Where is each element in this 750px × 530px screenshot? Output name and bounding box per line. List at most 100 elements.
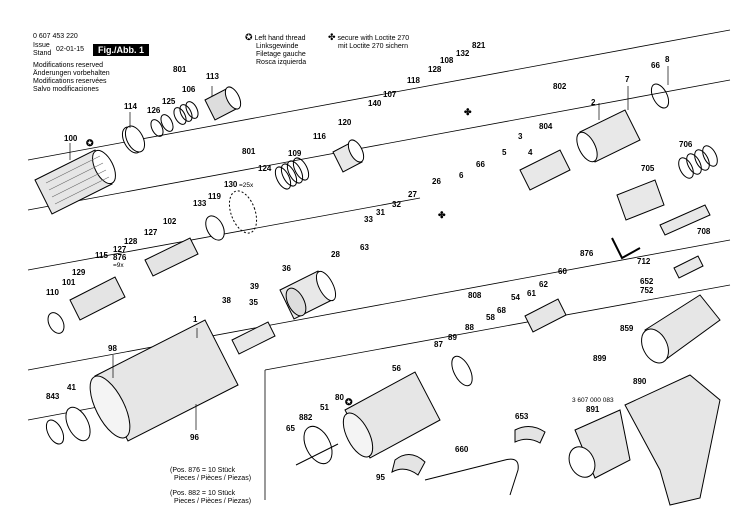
part-label: 115 bbox=[95, 251, 108, 260]
part-label: 802 bbox=[553, 82, 567, 91]
issue-date: 02-01-15 bbox=[56, 46, 85, 53]
ball-ring-130 bbox=[228, 190, 258, 234]
spring-109 bbox=[274, 157, 310, 190]
part-label: 708 bbox=[697, 227, 711, 236]
part-label: 108 bbox=[440, 56, 454, 65]
modifications-line: Modifications reserved bbox=[33, 62, 104, 69]
cross-flower-icon: ✤ bbox=[438, 210, 446, 220]
hex-key-712 bbox=[611, 237, 641, 260]
part-label: 113 bbox=[206, 72, 219, 81]
part-label: 87 bbox=[434, 340, 443, 349]
part-label: 114 bbox=[124, 102, 137, 111]
part-label: 4 bbox=[528, 148, 533, 157]
gear-symbol-icon: ✪ bbox=[85, 138, 94, 148]
motor-housing-1 bbox=[89, 319, 239, 442]
part-label: 7 bbox=[625, 75, 630, 84]
gear-housing-101 bbox=[69, 276, 126, 321]
ring-41 bbox=[65, 406, 91, 442]
part-label: 890 bbox=[633, 377, 647, 386]
shell-95 bbox=[391, 454, 426, 476]
part-label: 27 bbox=[408, 190, 417, 199]
part-label: 6 bbox=[459, 171, 464, 180]
part-label: 66 bbox=[476, 160, 485, 169]
part-label: 653 bbox=[515, 412, 529, 421]
spring-706 bbox=[678, 145, 718, 179]
part-label: 876 bbox=[113, 253, 127, 262]
part-label: 801 bbox=[242, 147, 256, 156]
modifications-notice: Modifications reserved Änderungen vorbeh… bbox=[33, 62, 110, 94]
part-label: 26 bbox=[432, 177, 441, 186]
part-label: 109 bbox=[288, 149, 302, 158]
ring-66 bbox=[650, 83, 670, 109]
legend-line: secure with Loctite 270 bbox=[337, 35, 410, 42]
part-label: 95 bbox=[376, 473, 385, 482]
part-label: 36 bbox=[282, 264, 291, 273]
part-label: 107 bbox=[383, 90, 397, 99]
part-label: 821 bbox=[472, 41, 486, 50]
part-label: 133 bbox=[193, 199, 207, 208]
part-label: 110 bbox=[46, 288, 59, 297]
part-label: 41 bbox=[67, 383, 76, 392]
part-label: 801 bbox=[173, 65, 187, 74]
part-label: 3 bbox=[518, 132, 523, 141]
part-label: 60 bbox=[558, 267, 567, 276]
part-label: 8 bbox=[665, 55, 670, 64]
part-label: 65 bbox=[286, 424, 295, 433]
modifications-line: Salvo modificaciones bbox=[33, 86, 99, 93]
part-label: 63 bbox=[360, 243, 369, 252]
footnote-line: (Pos. 876 = 10 Stück bbox=[170, 467, 236, 474]
planet-carrier-36 bbox=[285, 287, 307, 317]
left-hand-thread-legend: ✪ Left hand thread Linksgewinde Filetage… bbox=[245, 33, 306, 67]
part-label: 28 bbox=[331, 250, 340, 259]
part-label: 132 bbox=[456, 49, 470, 58]
ring-110 bbox=[47, 312, 65, 334]
part-label: 31 bbox=[376, 208, 385, 217]
legend-line: Filetage gauche bbox=[256, 51, 306, 58]
modifications-line: Änderungen vorbehalten bbox=[33, 70, 110, 77]
part-label: 51 bbox=[320, 403, 329, 412]
seal-87 bbox=[451, 355, 473, 387]
part-label: 38 bbox=[222, 296, 231, 305]
valve-62 bbox=[524, 298, 567, 333]
part-label: 116 bbox=[313, 132, 326, 141]
handle-housing-56 bbox=[342, 371, 441, 459]
part-label: 128 bbox=[428, 65, 442, 74]
part-label: 808 bbox=[468, 291, 482, 300]
shell-653 bbox=[514, 426, 546, 444]
exhaust-hose-859 bbox=[641, 294, 721, 364]
doc-number: 0 607 453 220 bbox=[33, 33, 78, 40]
issue-label: Issue bbox=[33, 42, 50, 49]
part-label: 705 bbox=[641, 164, 655, 173]
knurled-nut-113 bbox=[204, 86, 242, 121]
cross-flower-icon: ✤ bbox=[464, 107, 472, 117]
part-label: 102 bbox=[163, 217, 177, 226]
part-label: 106 bbox=[182, 85, 196, 94]
part-label: 127 bbox=[113, 245, 127, 254]
nipple-652 bbox=[673, 255, 704, 279]
part-label: 3 607 000 083 bbox=[572, 397, 614, 404]
part-label: 130 bbox=[224, 180, 238, 189]
part-label: 68 bbox=[497, 306, 506, 315]
footnote-line: Pieces / Pièces / Piezas) bbox=[174, 475, 252, 482]
part-label: 2 bbox=[591, 98, 596, 107]
part-label: 32 bbox=[392, 200, 401, 209]
suspension-bail-660 bbox=[424, 458, 519, 496]
sleeve-120 bbox=[332, 139, 365, 173]
motor-rotor-4 bbox=[519, 149, 571, 191]
footnote-line: Pieces / Pièces / Piezas) bbox=[174, 498, 252, 505]
part-label: 882 bbox=[299, 413, 313, 422]
ring-119 bbox=[205, 215, 225, 241]
legend-line: mit Loctite 270 sichern bbox=[338, 43, 409, 50]
footnote-876: (Pos. 876 = 10 Stück Pieces / Pièces / P… bbox=[170, 467, 251, 483]
footnote-882: (Pos. 882 = 10 Stück Pieces / Pièces / P… bbox=[170, 490, 251, 506]
part-label: 804 bbox=[539, 122, 553, 131]
part-label: 126 bbox=[147, 106, 161, 115]
modifications-line: Modifications reservées bbox=[33, 78, 107, 85]
part-label: 89 bbox=[448, 333, 457, 342]
part-label: 35 bbox=[249, 298, 258, 307]
part-label: 140 bbox=[368, 99, 382, 108]
part-label: 5 bbox=[502, 148, 507, 157]
part-label: 58 bbox=[486, 313, 495, 322]
part-label: 843 bbox=[46, 392, 60, 401]
part-label: 98 bbox=[108, 344, 117, 353]
